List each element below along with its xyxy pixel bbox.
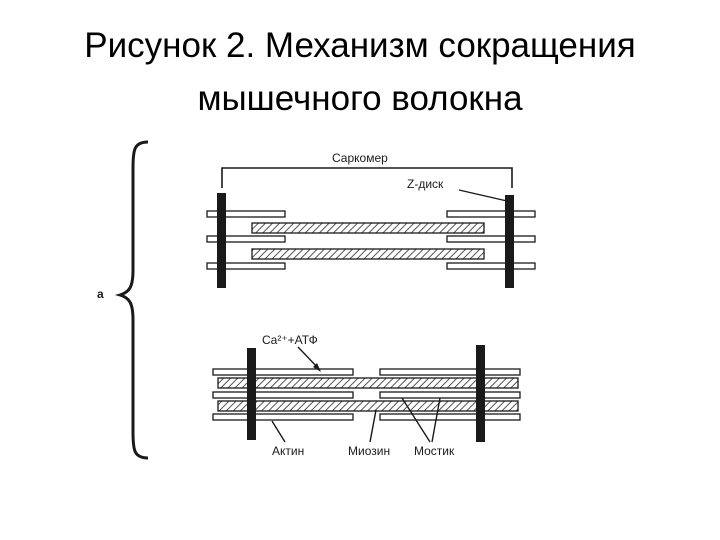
slide-title: Рисунок 2. Механизм сокращения мышечного…	[0, 20, 720, 125]
contracted-sarcomere: Ca²⁺+АТФ Актин Миозин Мостик	[212, 333, 521, 458]
z-disc-left-contracted	[247, 348, 256, 440]
panel-letter: а	[97, 287, 104, 301]
actin-filaments-relaxed	[206, 210, 536, 270]
myosin-filaments-relaxed	[251, 222, 485, 260]
relaxed-sarcomere: Саркомер Z-диск	[206, 151, 536, 288]
bridge-label: Мостик	[414, 444, 455, 458]
panel-brace	[114, 140, 149, 460]
bridge-pointer-2	[431, 397, 441, 443]
ca-atp-arrowhead	[313, 363, 321, 372]
z-disc-right-relaxed	[505, 195, 514, 288]
title-line-2: мышечного волокна	[197, 78, 523, 118]
myosin-pointer	[369, 409, 377, 443]
z-disc-right-contracted	[476, 345, 485, 442]
actin-filaments-contracted	[212, 368, 521, 421]
actin-pointer	[271, 420, 286, 443]
myosin-filaments-contracted	[217, 377, 519, 412]
ca-atp-label: Ca²⁺+АТФ	[262, 333, 318, 347]
sarcomere-label: Саркомер	[332, 151, 388, 165]
title-line-1: Рисунок 2. Механизм сокращения	[84, 26, 636, 65]
z-disc-left-relaxed	[217, 193, 226, 288]
sarcomere-bracket	[221, 167, 513, 188]
z-disc-pointer	[458, 189, 508, 202]
actin-label: Актин	[272, 444, 304, 458]
myosin-label: Миозин	[348, 444, 390, 458]
z-disc-label: Z-диск	[407, 177, 444, 191]
bridge-pointer-1	[401, 397, 431, 443]
